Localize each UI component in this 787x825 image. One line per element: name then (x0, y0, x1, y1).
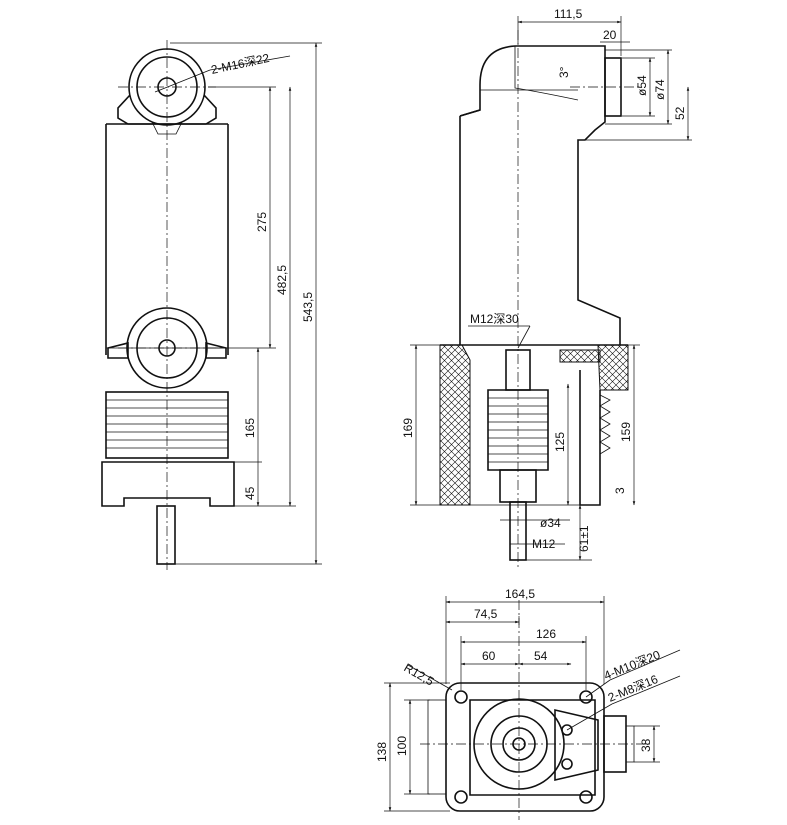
label-d34: ø34 (540, 516, 561, 530)
section-wall-right (597, 344, 629, 391)
label-3deg: 3° (557, 66, 571, 78)
bottom-view: 164,5 74,5 126 60 54 R12,5 4-M10深20 2-M8… (375, 587, 681, 820)
side-view: 111,5 20 3° ø54 ø74 52 M12深30 169 125 15… (401, 7, 692, 570)
base-block (101, 461, 235, 507)
label-100: 100 (395, 736, 409, 756)
label-1645: 164,5 (505, 587, 535, 601)
label-159: 159 (619, 422, 633, 442)
label-126: 126 (536, 627, 556, 641)
label-54b: 54 (534, 649, 548, 663)
label-165: 165 (243, 418, 257, 438)
label-r125: R12,5 (402, 660, 437, 688)
label-m12-30: M12深30 (470, 312, 519, 326)
label-61: 61±1 (577, 525, 591, 552)
front-shaft (156, 505, 176, 565)
label-275: 275 (255, 212, 269, 232)
label-125: 125 (553, 432, 567, 452)
elbow-outline (459, 45, 621, 345)
section-wall-left (439, 344, 471, 506)
label-169: 169 (401, 418, 415, 438)
label-74: ø74 (653, 79, 667, 100)
label-1115: 111,5 (554, 7, 583, 21)
label-138: 138 (375, 742, 389, 762)
body-cylinder (105, 124, 229, 355)
label-m12: M12 (532, 537, 556, 551)
label-52: 52 (673, 106, 687, 120)
label-54: ø54 (635, 75, 649, 96)
label-45: 45 (243, 486, 257, 500)
label-60: 60 (482, 649, 496, 663)
label-745: 74,5 (474, 607, 498, 621)
label-3: 3 (613, 487, 627, 494)
label-38: 38 (639, 738, 653, 752)
label-thread-top: 2-M16深22 (210, 51, 271, 77)
label-4825: 482,5 (275, 265, 289, 295)
front-view: 2-M16深22 275 482,5 543,5 165 45 (101, 40, 322, 570)
label-20: 20 (603, 28, 617, 42)
label-5435: 543,5 (301, 292, 315, 322)
